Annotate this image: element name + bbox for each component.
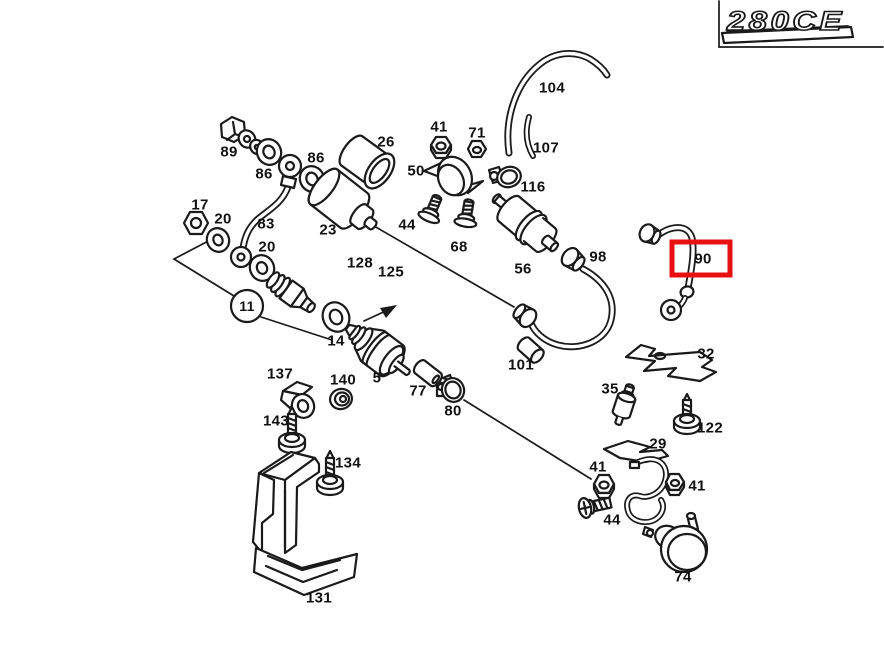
part-label-23[interactable]: 23 (319, 221, 337, 239)
part-107-hose (523, 114, 536, 159)
part-56-filter (491, 193, 560, 254)
part-label-20[interactable]: 20 (258, 238, 276, 256)
part-label-44[interactable]: 44 (603, 511, 621, 529)
part-label-11-balloon[interactable]: 11 (239, 298, 255, 314)
part-label-56[interactable]: 56 (514, 260, 532, 278)
part-131-bracket (251, 450, 359, 597)
part-label-86[interactable]: 86 (307, 149, 325, 167)
part-101-hose (516, 336, 545, 364)
frame-corner (718, 0, 884, 48)
part-label-90[interactable]: 90 (694, 250, 712, 268)
part-74-damper (641, 511, 709, 574)
part-label-116[interactable]: 116 (520, 178, 546, 196)
part-label-80[interactable]: 80 (444, 402, 462, 420)
part-label-89[interactable]: 89 (220, 143, 238, 161)
flow-arrow-icon (363, 305, 397, 322)
part-label-17[interactable]: 17 (191, 196, 209, 214)
part-label-104[interactable]: 104 (539, 79, 565, 97)
part-143-screw (277, 405, 307, 455)
part-label-128[interactable]: 128 (347, 254, 373, 272)
part-label-26[interactable]: 26 (377, 133, 395, 151)
part-label-83[interactable]: 83 (257, 215, 275, 233)
part-20-washer (248, 254, 276, 282)
leader-line-b (463, 399, 592, 480)
part-label-122[interactable]: 122 (697, 419, 723, 437)
part-label-32[interactable]: 32 (697, 345, 715, 363)
part-29-clamp (602, 439, 670, 526)
balloon-11-circle[interactable] (229, 288, 265, 324)
balloon-leader-line (260, 316, 333, 341)
balloon-pointer-line (172, 236, 235, 297)
part-14-washer (321, 301, 351, 333)
part-83-pipe (229, 153, 303, 269)
part-71-nut (466, 139, 488, 159)
part-label-71[interactable]: 71 (468, 124, 486, 142)
part-44-screw (577, 496, 613, 519)
part-label-50[interactable]: 50 (407, 162, 425, 180)
part-86-seal-ring (255, 138, 283, 166)
part-98-hose (512, 246, 616, 351)
part-label-5[interactable]: 5 (372, 369, 382, 387)
part-68-screw (453, 198, 478, 229)
part-23-accumulator (307, 167, 378, 231)
part-41-nut (592, 473, 616, 500)
part-50-damper (422, 155, 485, 197)
part-label-74[interactable]: 74 (674, 568, 692, 586)
part-label-131[interactable]: 131 (306, 589, 332, 607)
part-check-valve (265, 271, 316, 314)
model-badge: 280CE (720, 5, 855, 45)
part-5-fuel-pump (344, 323, 411, 378)
part-label-41[interactable]: 41 (688, 477, 706, 495)
part-26-sleeve (338, 134, 396, 190)
part-17-nut (182, 210, 210, 236)
part-label-29[interactable]: 29 (649, 435, 667, 453)
part-116-clamp (487, 165, 522, 189)
part-140-grommet (328, 387, 354, 411)
part-label-86[interactable]: 86 (255, 165, 273, 183)
part-label-98[interactable]: 98 (589, 248, 607, 266)
part-label-143[interactable]: 143 (263, 412, 289, 430)
part-44-screw (417, 194, 443, 225)
part-label-107[interactable]: 107 (533, 139, 559, 157)
part-label-134[interactable]: 134 (335, 454, 361, 472)
part-label-68[interactable]: 68 (450, 238, 468, 256)
model-badge-text: 280CE (726, 6, 845, 36)
part-89-hollow-screw (219, 115, 265, 156)
part-label-41[interactable]: 41 (589, 458, 607, 476)
part-label-77[interactable]: 77 (409, 382, 427, 400)
part-label-101[interactable]: 101 (508, 356, 534, 374)
part-20-washer (205, 227, 231, 253)
part-80-clamp (435, 373, 466, 403)
part-104-hose (504, 50, 611, 157)
part-label-140[interactable]: 140 (330, 371, 356, 389)
part-label-41[interactable]: 41 (430, 118, 448, 136)
part-label-44[interactable]: 44 (398, 216, 416, 234)
part-41-nut (429, 135, 453, 160)
part-77-hose (412, 359, 443, 388)
part-35-valve (611, 383, 637, 426)
part-41-nut (664, 472, 686, 497)
part-label-20[interactable]: 20 (214, 210, 232, 228)
part-32-bracket (624, 343, 718, 383)
part-label-14[interactable]: 14 (327, 332, 345, 350)
part-label-137[interactable]: 137 (267, 365, 293, 383)
leader-line-a (373, 225, 515, 308)
part-label-35[interactable]: 35 (601, 380, 619, 398)
part-122-screw (672, 392, 702, 436)
highlight-box[interactable] (669, 239, 733, 278)
part-label-125[interactable]: 125 (378, 263, 404, 281)
part-134-screw (315, 449, 345, 497)
